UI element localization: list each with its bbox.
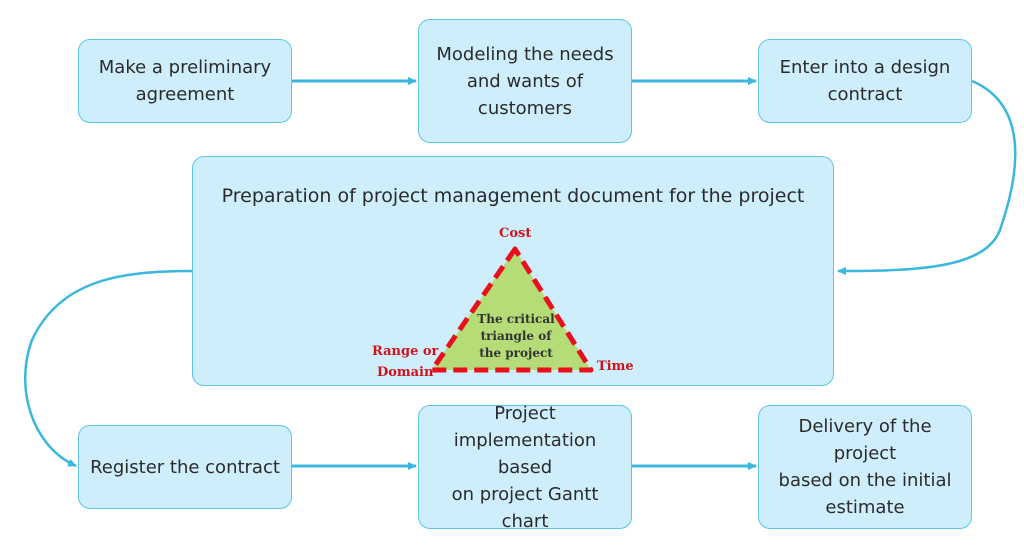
step-delivery-label: Delivery of the project based on the ini… bbox=[778, 416, 952, 518]
central-document-title: Preparation of project management docume… bbox=[221, 185, 805, 207]
step-register-contract-label: Register the contract bbox=[90, 456, 280, 478]
triangle-center-label: The critical triangle of the project bbox=[477, 312, 555, 360]
arrow-central-to-register bbox=[24, 269, 193, 468]
step-delivery: Delivery of the project based on the ini… bbox=[758, 405, 972, 529]
triangle-label-time: Time bbox=[597, 359, 634, 374]
step-implementation: Project implementation based on project … bbox=[418, 403, 632, 532]
critical-triangle-shape bbox=[429, 246, 594, 373]
step-modeling-needs-label: Modeling the needs and wants of customer… bbox=[436, 43, 614, 119]
step-design-contract: Enter into a design contract bbox=[758, 39, 972, 123]
step-implementation-label: Project implementation based on project … bbox=[451, 402, 599, 532]
critical-triangle bbox=[429, 246, 594, 373]
step-register-contract: Register the contract bbox=[78, 425, 292, 509]
step-preliminary-agreement: Make a preliminary agreement bbox=[78, 39, 292, 123]
triangle-label-range: Range or Domain bbox=[372, 344, 439, 381]
arrow-design-contract-to-central bbox=[837, 79, 1017, 275]
step-design-contract-label: Enter into a design contract bbox=[779, 57, 951, 105]
triangle-label-cost: Cost bbox=[499, 226, 532, 241]
step-preliminary-agreement-label: Make a preliminary agreement bbox=[98, 57, 272, 105]
step-modeling-needs: Modeling the needs and wants of customer… bbox=[418, 19, 632, 143]
